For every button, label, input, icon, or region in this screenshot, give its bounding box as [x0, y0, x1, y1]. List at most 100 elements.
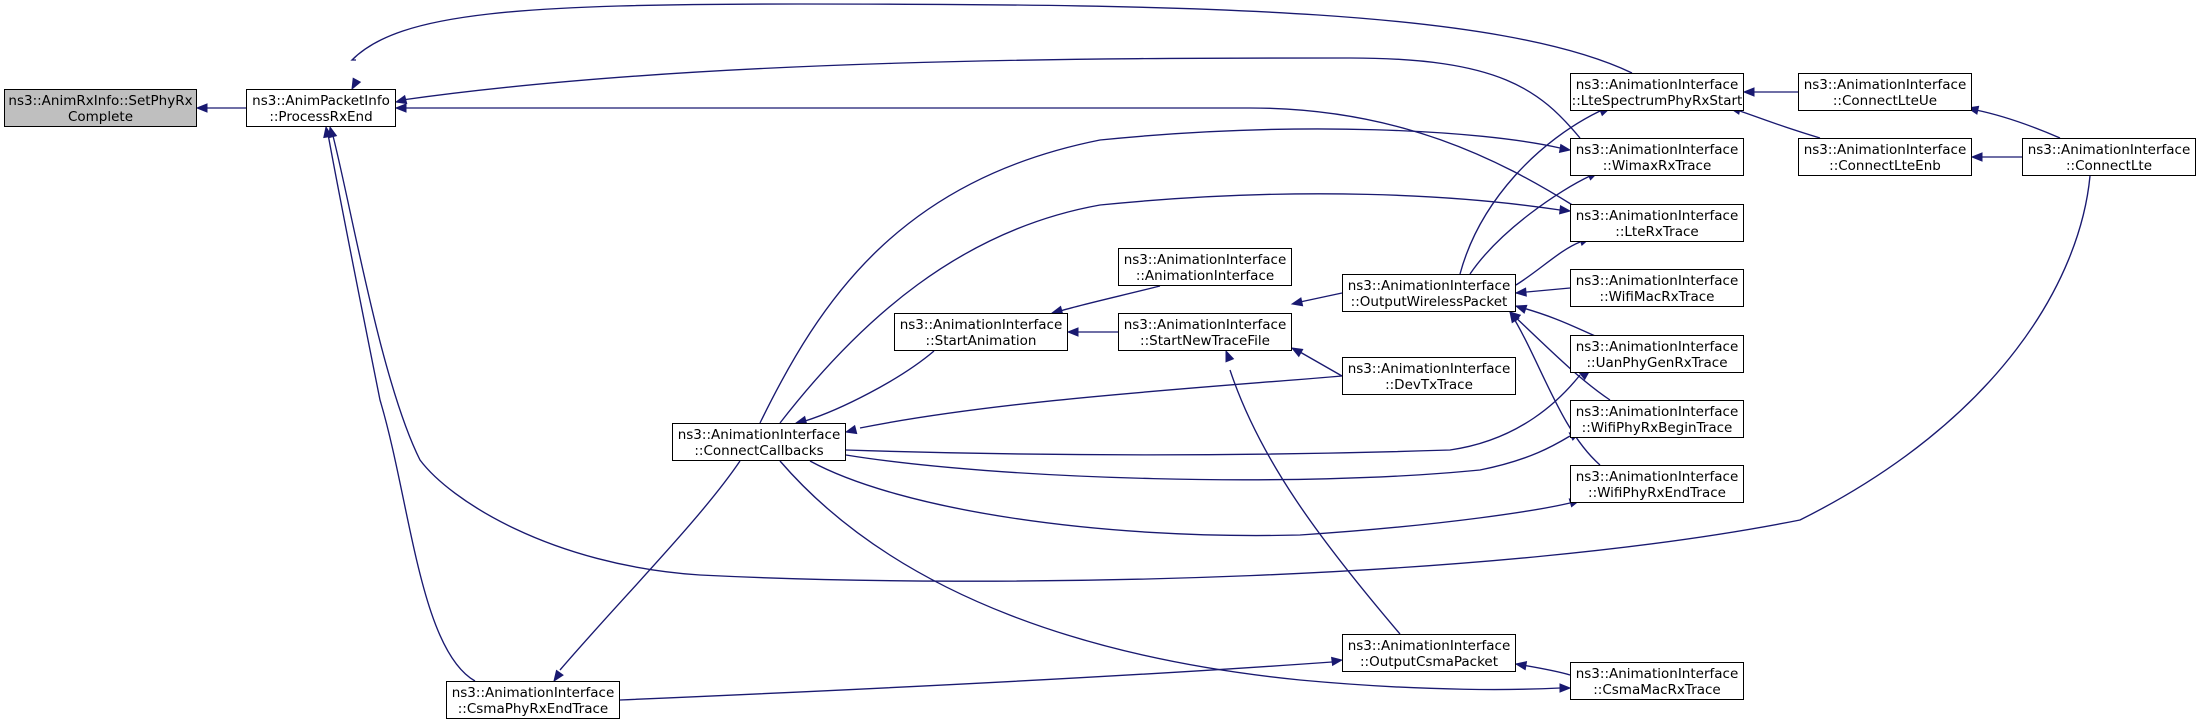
edge-line-outwifi-newtrace: [1299, 292, 1343, 303]
edge-line-lteenb-ltespec: [1739, 110, 1821, 139]
node-connectlteue-line2: ::ConnectLteUe: [1832, 93, 1938, 109]
edge-line-outcsma-newtrace: [1229, 369, 1401, 635]
arrowhead-processrx-setphyrx: [195, 103, 208, 113]
node-connectlteue[interactable]: ns3::AnimationInterface ::ConnectLteUe: [1798, 73, 1972, 111]
edge-line-connlte-ltelue: [1975, 109, 2061, 139]
edge-processrx-setphyrx: [195, 103, 246, 113]
edge-connectcb-lterx: [779, 193, 1572, 424]
arrowhead-connlte-lteenb: [1970, 152, 1983, 162]
edge-devtx-connectcb: [844, 375, 1343, 435]
edge-lterx-processrx: [394, 103, 1575, 207]
arrowhead-outwifi-wifimac: [1514, 287, 1527, 297]
edge-connlte-processrx: [328, 125, 2091, 582]
edge-line-connectcb-csmaphy: [559, 460, 741, 671]
node-ltespectrumphyrxstart-line1: ns3::AnimationInterface: [1575, 77, 1739, 93]
node-animationinterface-line2: ::AnimationInterface: [1135, 268, 1275, 284]
node-csmaphyrxendtrace-line2: ::CsmaPhyRxEndTrace: [457, 701, 609, 717]
node-csmaphyrxendtrace[interactable]: ns3::AnimationInterface ::CsmaPhyRxEndTr…: [446, 681, 620, 719]
edge-line-outwifi-lterx: [1515, 241, 1581, 286]
node-csmamacrxtrace-line1: ns3::AnimationInterface: [1575, 666, 1739, 682]
edge-line-outwifi-wifiend: [1509, 311, 1601, 466]
node-csmamacrxtrace-line2: ::CsmaMacRxTrace: [1593, 682, 1721, 698]
edge-line-outwifi-ltespec: [1459, 110, 1601, 275]
node-animationinterface[interactable]: ns3::AnimationInterface ::AnimationInter…: [1118, 248, 1292, 286]
node-connectlteue-line1: ns3::AnimationInterface: [1803, 77, 1967, 93]
arrowhead-outwifi-newtrace: [1290, 297, 1304, 307]
arrowhead-ltespec-processrx: [351, 77, 362, 91]
node-startnewtracefile[interactable]: ns3::AnimationInterface ::StartNewTraceF…: [1118, 313, 1292, 351]
arrowhead-lterx-processrx: [394, 103, 407, 113]
node-connectlte[interactable]: ns3::AnimationInterface ::ConnectLte: [2022, 138, 2196, 176]
node-devtxtrace[interactable]: ns3::AnimationInterface ::DevTxTrace: [1342, 357, 1516, 395]
edge-line-outwifi-uanphy: [1515, 305, 1601, 339]
node-uanphygenrxtrace-line1: ns3::AnimationInterface: [1575, 339, 1739, 355]
arrowhead-outwifi-wifiend: [1509, 310, 1520, 324]
node-outputwirelesspacket-line2: ::OutputWirelessPacket: [1350, 294, 1508, 310]
arrowhead-wimax-processrx: [394, 94, 408, 105]
edge-devtx-newtrace: [1290, 347, 1343, 377]
node-csmamacrxtrace[interactable]: ns3::AnimationInterface ::CsmaMacRxTrace: [1570, 662, 1744, 700]
node-processrxend[interactable]: ns3::AnimPacketInfo ::ProcessRxEnd: [246, 89, 396, 127]
node-connectcallbacks[interactable]: ns3::AnimationInterface ::ConnectCallbac…: [672, 423, 846, 461]
arrowhead-connectcb-csmaphy: [553, 669, 564, 683]
node-wifiphyrxendtrace[interactable]: ns3::AnimationInterface ::WifiPhyRxEndTr…: [1570, 465, 1744, 503]
edge-outwifi-ltespec: [1459, 107, 1612, 275]
edge-newtrace-startanim: [1066, 327, 1118, 337]
edge-line-ltespec-processrx: [350, 3, 1633, 74]
node-wifiphyrxbegintrace[interactable]: ns3::AnimationInterface ::WifiPhyRxBegin…: [1570, 400, 1744, 438]
node-lterxtrace-line1: ns3::AnimationInterface: [1575, 208, 1739, 224]
edge-line-outwifi-wimax: [1469, 175, 1591, 275]
node-wifiphyrxendtrace-line1: ns3::AnimationInterface: [1575, 469, 1739, 485]
edge-outcsma-newtrace: [1225, 349, 1401, 635]
edge-line-connectcb-lterx: [779, 193, 1561, 424]
node-lterxtrace-line2: ::LteRxTrace: [1615, 224, 1699, 240]
node-connectlteenb[interactable]: ns3::AnimationInterface ::ConnectLteEnb: [1798, 138, 1972, 176]
node-startnewtracefile-line2: ::StartNewTraceFile: [1140, 333, 1270, 349]
edge-line-connectcb-wimax: [759, 128, 1561, 424]
edge-line-outwifi-wifibegin: [1509, 311, 1611, 401]
edge-line-connectcb-csmamac: [779, 460, 1561, 691]
arrowhead-connectcb-lterx: [1559, 205, 1572, 215]
node-lterxtrace[interactable]: ns3::AnimationInterface ::LteRxTrace: [1570, 204, 1744, 242]
node-uanphygenrxtrace-line2: ::UanPhyGenRxTrace: [1586, 355, 1728, 371]
node-setphyrx-complete: ns3::AnimRxInfo::SetPhyRx Complete: [4, 89, 197, 127]
node-csmaphyrxendtrace-line1: ns3::AnimationInterface: [451, 685, 615, 701]
node-wifimacrxtrace[interactable]: ns3::AnimationInterface ::WifiMacRxTrace: [1570, 269, 1744, 307]
node-wifimacrxtrace-line2: ::WifiMacRxTrace: [1599, 289, 1715, 305]
node-wifiphyrxendtrace-line2: ::WifiPhyRxEndTrace: [1588, 485, 1726, 501]
node-wimaxrxtrace[interactable]: ns3::AnimationInterface ::WimaxRxTrace: [1570, 138, 1744, 176]
arrowhead-devtx-connectcb: [844, 424, 858, 435]
node-processrxend-line1: ns3::AnimPacketInfo: [252, 93, 390, 109]
edge-outcsma-csmamac: [1514, 661, 1571, 676]
edge-outwifi-uanphy: [1514, 304, 1601, 339]
edge-lteenb-ltespec: [1728, 105, 1821, 139]
edge-connectcb-csmaphy: [553, 460, 741, 683]
edge-connlte-lteenb: [1970, 152, 2022, 162]
edge-connectcb-wifiend: [809, 460, 1582, 537]
edge-line-csmaphy-outcsma: [619, 661, 1333, 701]
node-uanphygenrxtrace[interactable]: ns3::AnimationInterface ::UanPhyGenRxTra…: [1570, 335, 1744, 373]
node-ltespectrumphyrxstart[interactable]: ns3::AnimationInterface ::LteSpectrumPhy…: [1570, 73, 1744, 111]
node-setphyrx-line1: ns3::AnimRxInfo::SetPhyRx: [8, 93, 193, 109]
arrowhead-outcsma-newtrace: [1225, 349, 1235, 363]
node-connectcallbacks-line2: ::ConnectCallbacks: [694, 443, 824, 459]
node-startanimation[interactable]: ns3::AnimationInterface ::StartAnimation: [894, 313, 1068, 351]
edge-connectcb-wifibegin: [845, 431, 1582, 481]
edge-line-connectcb-wifibegin: [845, 435, 1571, 481]
node-outputwirelesspacket-line1: ns3::AnimationInterface: [1347, 278, 1511, 294]
arrowhead-csmaphy-outcsma: [1331, 656, 1344, 667]
node-wifimacrxtrace-line1: ns3::AnimationInterface: [1575, 273, 1739, 289]
node-devtxtrace-line1: ns3::AnimationInterface: [1347, 361, 1511, 377]
arrowhead-csmaphy-processrx: [323, 125, 333, 139]
node-setphyrx-line2: Complete: [67, 109, 134, 125]
node-outputwirelesspacket[interactable]: ns3::AnimationInterface ::OutputWireless…: [1342, 274, 1516, 312]
arrowhead-connectcb-wimax: [1558, 143, 1572, 154]
node-outputcsmapacket-line1: ns3::AnimationInterface: [1347, 638, 1511, 654]
node-wimaxrxtrace-line2: ::WimaxRxTrace: [1602, 158, 1712, 174]
edge-connlte-ltelue: [1966, 105, 2061, 139]
edge-line-startanim-connectcb: [804, 350, 935, 422]
node-wimaxrxtrace-line1: ns3::AnimationInterface: [1575, 142, 1739, 158]
node-outputcsmapacket[interactable]: ns3::AnimationInterface ::OutputCsmaPack…: [1342, 634, 1516, 672]
arrowhead-connectcb-csmamac: [1559, 683, 1572, 693]
